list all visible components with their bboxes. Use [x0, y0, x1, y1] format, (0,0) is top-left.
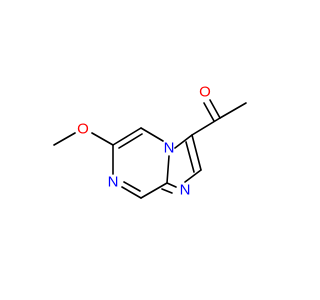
atom-o-methoxy: O — [77, 121, 89, 138]
bond-n1-c8a — [166, 182, 177, 188]
bond-o-c6 — [91, 132, 114, 146]
bond-c5-n4 — [140, 127, 164, 142]
bond-c8-n7-inner — [123, 181, 141, 192]
bond-c8a-c8 — [140, 182, 168, 199]
bond-n4-c3 — [174, 134, 193, 149]
bond-c3-carbonyl — [191, 117, 221, 136]
bond-c6-c5-inner — [118, 133, 143, 149]
bond-methyl-o — [53, 132, 76, 146]
atom-n-bridgehead: N — [164, 140, 175, 157]
bond-c8-n7 — [121, 186, 142, 199]
bond-carbonyl-o-2 — [203, 102, 215, 122]
molecule-diagram: O N N N O — [53, 84, 247, 199]
bond-c6-c5 — [112, 127, 142, 146]
structure-canvas: O N N N O — [53, 84, 247, 199]
atom-n-imidazole: N — [180, 182, 191, 199]
bonds — [53, 99, 247, 199]
atom-o-carbonyl: O — [199, 84, 211, 101]
bond-c3-c2-inner — [185, 141, 195, 173]
bond-carbonyl-o — [209, 99, 221, 119]
atom-labels: O N N N O — [77, 84, 211, 199]
bond-carbonyl-methyl — [219, 102, 247, 119]
bond-c8a-n4 — [166, 155, 170, 184]
bond-c3-c2 — [191, 134, 202, 171]
bond-n1-c8a-2 — [161, 188, 173, 194]
bond-c2-n1 — [184, 169, 202, 183]
atom-n-pyrazine: N — [108, 174, 119, 191]
